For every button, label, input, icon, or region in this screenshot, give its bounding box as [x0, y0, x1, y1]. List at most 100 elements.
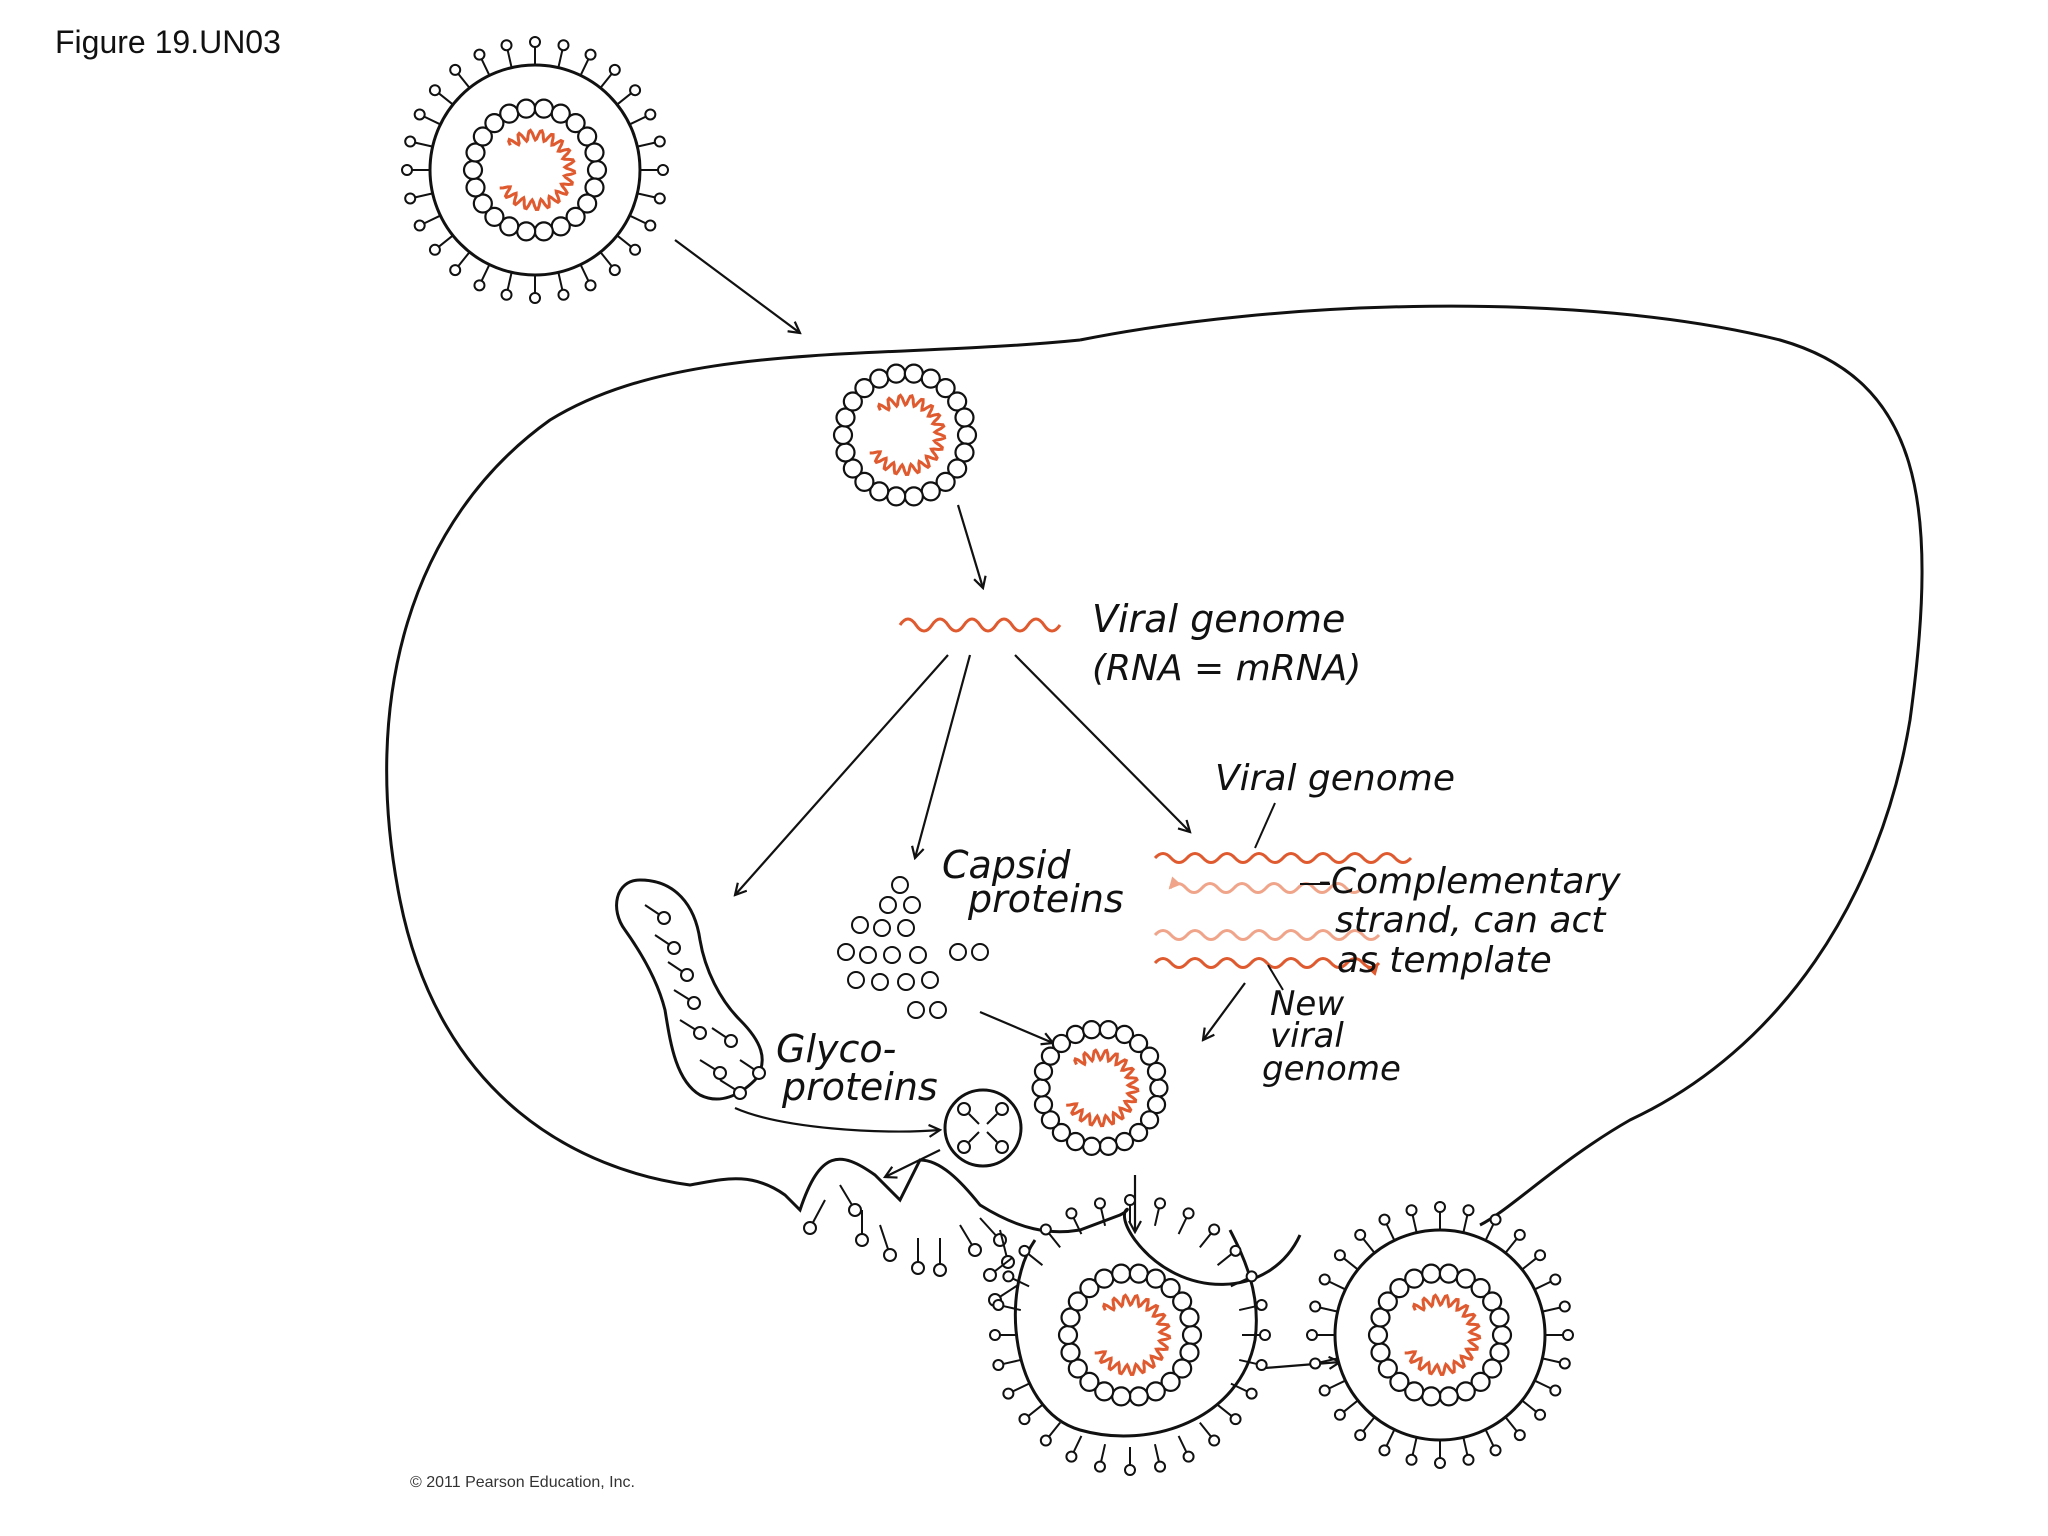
- spike-stalk: [637, 141, 656, 148]
- capsid-protein: [1455, 1268, 1476, 1289]
- capsid-protein: [1370, 1307, 1391, 1328]
- capsid-protein: [1470, 1278, 1491, 1299]
- spike-stalk: [599, 73, 613, 89]
- capsid-protein: [533, 221, 554, 242]
- capsid-protein: [1060, 1342, 1081, 1363]
- capsid-protein: [1067, 1358, 1088, 1379]
- glycoprotein-spike: [1333, 1408, 1346, 1421]
- capsid-protein: [842, 391, 863, 412]
- capsid-protein: [956, 424, 978, 446]
- glycoprotein-spike: [1405, 1204, 1418, 1217]
- glycoprotein-spike: [1002, 1387, 1015, 1400]
- capsid-protein: [1128, 1033, 1149, 1054]
- viral-genome-label: Viral genome: [1092, 597, 1345, 641]
- glycoprotein-spike: [1255, 1359, 1268, 1372]
- glycoprotein-spike: [992, 1298, 1005, 1311]
- host-cell-membrane: [385, 304, 1924, 1286]
- glycoprotein-spike: [1513, 1429, 1526, 1442]
- spike-stalk: [1012, 1277, 1030, 1288]
- capsid-protein: [954, 442, 975, 463]
- spike-stalk: [414, 192, 433, 199]
- capsid-protein: [565, 113, 586, 134]
- capsid-protein: [883, 946, 901, 964]
- glycoprotein-spike: [1378, 1213, 1391, 1226]
- glycoprotein: [983, 1268, 997, 1282]
- capsid-protein: [1139, 1110, 1160, 1130]
- capsid-protein: [465, 142, 486, 163]
- capsid-protein: [1079, 1371, 1100, 1392]
- spike-stalk: [1012, 1382, 1030, 1393]
- capsid-protein: [1094, 1381, 1115, 1402]
- capsid-protein: [1146, 1061, 1167, 1082]
- capsid-protein: [907, 1001, 925, 1019]
- spike-stalk: [1362, 1416, 1376, 1432]
- glycoprotein-spike: [1558, 1357, 1571, 1370]
- capsid-protein: [1370, 1342, 1391, 1363]
- capsid-protein: [920, 368, 941, 389]
- glycoprotein-spike: [1124, 1194, 1136, 1206]
- glycoprotein-spike: [1318, 1273, 1331, 1286]
- glycoprotein-stalk: [679, 1019, 697, 1031]
- capsid-protein: [835, 442, 856, 463]
- capsid-protein: [1181, 1324, 1203, 1346]
- spike-stalk: [423, 115, 441, 126]
- capsid-protein: [1114, 1131, 1135, 1152]
- glycoprotein-stalk: [711, 1027, 728, 1039]
- glycoprotein-spike: [413, 219, 426, 232]
- capsid-protein: [897, 973, 915, 991]
- spike-stalk: [1177, 1217, 1188, 1235]
- viral-envelope: [1333, 1228, 1547, 1442]
- glycoprotein-spike: [1245, 1270, 1258, 1283]
- capsid-protein: [971, 943, 989, 961]
- glycoprotein-spike: [989, 1329, 1001, 1341]
- capsid-protein: [903, 896, 921, 914]
- glycoprotein: [995, 1102, 1009, 1116]
- capsid-protein: [832, 424, 854, 446]
- glycoprotein-spike: [473, 279, 486, 292]
- er-glycoproteins: [644, 904, 766, 1100]
- arrow-er-to-vesicle: [734, 1106, 940, 1132]
- capsid-shell: [1031, 1020, 1169, 1156]
- glycoprotein-stalk: [968, 1113, 980, 1125]
- capsid-protein: [869, 368, 890, 389]
- spike-stalk: [1230, 1277, 1248, 1288]
- glycoprotein-spike: [1182, 1207, 1195, 1220]
- entering-virion: [401, 36, 669, 304]
- capsid-protein: [1482, 1291, 1503, 1312]
- spike-stalk: [1003, 1358, 1022, 1365]
- capsid-protein: [847, 971, 865, 989]
- spike-stalk: [1504, 1238, 1518, 1254]
- glycoprotein-spike: [1309, 1300, 1322, 1313]
- capsid-protein: [920, 481, 941, 502]
- capsid-protein: [565, 206, 586, 227]
- capsid-protein: [1377, 1291, 1398, 1312]
- glycoprotein-spike: [992, 1359, 1005, 1372]
- spike-stalk: [1199, 1232, 1212, 1249]
- glycoprotein-spike: [529, 36, 541, 48]
- capsid-protein: [871, 973, 889, 991]
- glycoprotein-spike: [1182, 1450, 1195, 1463]
- budding-virion: [989, 1194, 1271, 1476]
- glycoprotein-spike: [1489, 1213, 1502, 1226]
- capsid-protein: [1128, 1122, 1149, 1143]
- capsid-protein: [499, 103, 520, 124]
- spike-stalk: [1328, 1280, 1346, 1291]
- capsid-protein: [1179, 1307, 1200, 1328]
- capsid-protein: [584, 142, 605, 163]
- capsid-protein: [1160, 1278, 1181, 1299]
- spike-stalk: [1385, 1223, 1396, 1241]
- capsid-protein: [1128, 1263, 1149, 1284]
- glycoprotein-spike: [1154, 1197, 1167, 1210]
- glycoprotein-stalk: [986, 1131, 998, 1143]
- capsid-protein: [1040, 1110, 1061, 1130]
- glycoprotein-spike: [1318, 1384, 1331, 1397]
- glycoprotein-spike: [1513, 1228, 1526, 1241]
- complementary-label-3: as template: [1337, 940, 1552, 981]
- vesicle-glycoproteins: [957, 1102, 1009, 1154]
- glycoprotein-spike: [653, 135, 666, 148]
- glycoprotein-spike: [557, 288, 570, 301]
- spike-stalk: [629, 115, 647, 126]
- capsid-protein: [1438, 1386, 1459, 1407]
- glycoprotein-spike: [584, 48, 597, 61]
- glycoprotein-spike: [1489, 1444, 1502, 1457]
